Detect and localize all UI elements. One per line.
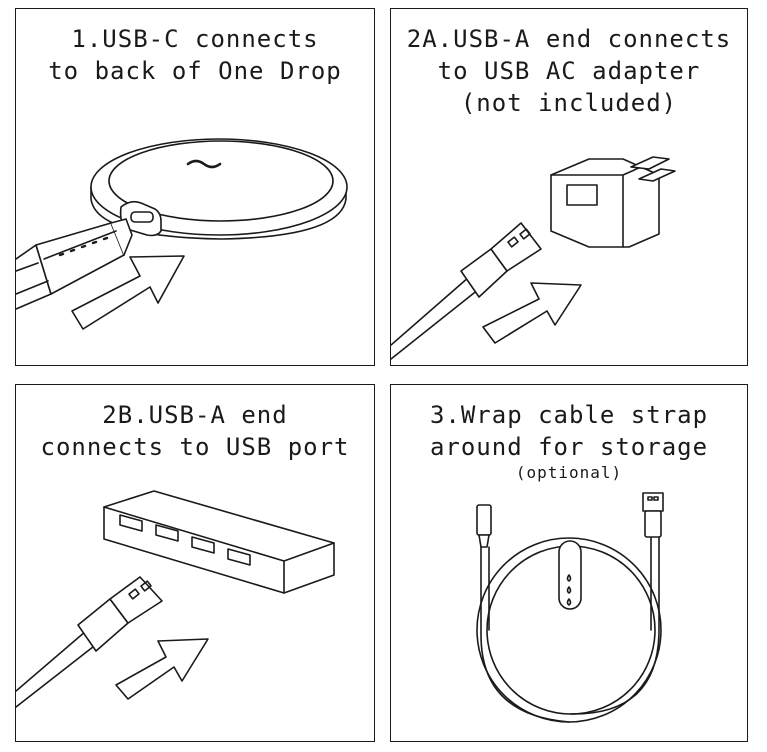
step-2a-caption: 2A.USB-A end connects to USB AC adapter … (391, 23, 747, 119)
panel-step-2a: 2A.USB-A end connects to USB AC adapter … (390, 8, 748, 366)
one-drop-device-icon (90, 138, 348, 240)
ac-adapter-icon (550, 156, 676, 248)
step-2a-line-2: to USB AC adapter (437, 57, 701, 85)
step-3-line-2: around for storage (429, 433, 709, 461)
step-2b-caption: 2B.USB-A end connects to USB port (16, 399, 374, 463)
step-1-caption: 1.USB-C connects to back of One Drop (16, 23, 374, 87)
step-1-line-1: 1.USB-C connects (71, 25, 319, 53)
step-2a-line-1: 2A.USB-A end connects (406, 25, 732, 53)
step-2a-line-3: (not included) (460, 89, 678, 117)
step-3-line-1: 3.Wrap cable strap (429, 401, 709, 429)
step-3-caption: 3.Wrap cable strap around for storage (o… (391, 399, 747, 483)
step-2b-line-2: connects to USB port (40, 433, 350, 461)
step-1-line-2: to back of One Drop (48, 57, 342, 85)
coiled-cable-icon (476, 492, 664, 723)
panel-step-1: 1.USB-C connects to back of One Drop (15, 8, 375, 366)
arrow-icon (71, 255, 185, 330)
usb-a-cable-icon (391, 222, 542, 360)
panel-step-2b: 2B.USB-A end connects to USB port (15, 384, 375, 742)
step-3-note: (optional) (515, 463, 623, 482)
usb-hub-icon (103, 490, 335, 594)
arrow-icon (482, 282, 582, 344)
step-2b-line-1: 2B.USB-A end (102, 401, 288, 429)
panel-step-3: 3.Wrap cable strap around for storage (o… (390, 384, 748, 742)
arrow-icon (115, 638, 209, 700)
usb-a-cable-icon (16, 576, 163, 708)
usb-c-cable-icon (16, 218, 133, 310)
